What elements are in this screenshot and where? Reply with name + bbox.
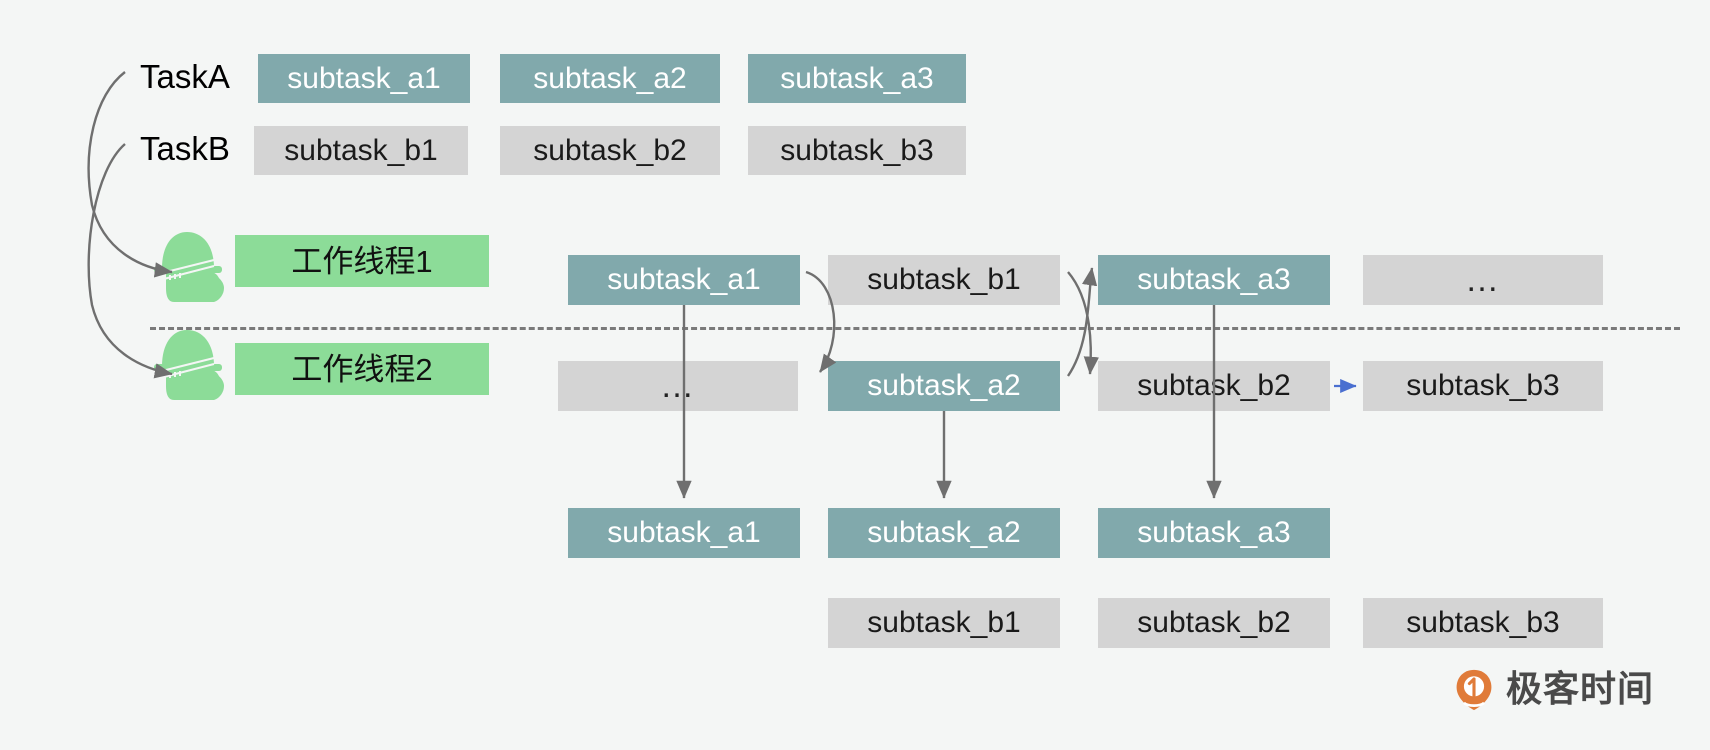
thread1-queue-item-2[interactable]: subtask_a3 (1098, 255, 1330, 305)
thread2-queue-item-1[interactable]: subtask_a2 (828, 361, 1060, 411)
thread1-queue-item-3[interactable]: … (1363, 255, 1603, 305)
thread2-queue-item-2[interactable]: subtask_b2 (1098, 361, 1330, 411)
task-b-label: TaskB (140, 130, 230, 167)
result-b-3[interactable]: subtask_b3 (1363, 598, 1603, 648)
worker-thread-1-icon (148, 222, 226, 309)
task-a-subtask-1[interactable]: subtask_a1 (258, 54, 470, 103)
worker-helmet-icon (154, 232, 224, 302)
worker-thread-2-icon (148, 320, 226, 407)
thread1-queue-item-0[interactable]: subtask_a1 (568, 255, 800, 305)
task-a-subtask-2[interactable]: subtask_a2 (500, 54, 720, 103)
result-a-1[interactable]: subtask_a1 (568, 508, 800, 558)
worker-helmet-icon (154, 330, 224, 400)
arrow-b1-to-b2 (1067, 271, 1099, 375)
result-b-2[interactable]: subtask_b2 (1098, 598, 1330, 648)
task-b-subtask-1[interactable]: subtask_b1 (254, 126, 468, 175)
geektime-watermark: 极客时间 (1452, 668, 1654, 712)
result-a-2[interactable]: subtask_a2 (828, 508, 1060, 558)
geektime-logo-icon (1456, 669, 1492, 711)
task-a-label: TaskA (140, 58, 230, 95)
task-a-subtask-3[interactable]: subtask_a3 (748, 54, 966, 103)
thread2-queue-item-3[interactable]: subtask_b3 (1363, 361, 1603, 411)
thread2-queue-item-0[interactable]: … (558, 361, 798, 411)
worker-thread-1-label[interactable]: 工作线程1 (235, 235, 489, 287)
thread1-queue-item-1[interactable]: subtask_b1 (828, 255, 1060, 305)
worker-thread-2-label[interactable]: 工作线程2 (235, 343, 489, 395)
result-b-1[interactable]: subtask_b1 (828, 598, 1060, 648)
thread-lane-divider (150, 327, 1680, 330)
task-b-subtask-2[interactable]: subtask_b2 (500, 126, 720, 175)
task-b-subtask-3[interactable]: subtask_b3 (748, 126, 966, 175)
result-a-3[interactable]: subtask_a3 (1098, 508, 1330, 558)
arrow-a2-to-a3 (1067, 267, 1098, 377)
geektime-wordmark: 极客时间 (1506, 669, 1655, 710)
